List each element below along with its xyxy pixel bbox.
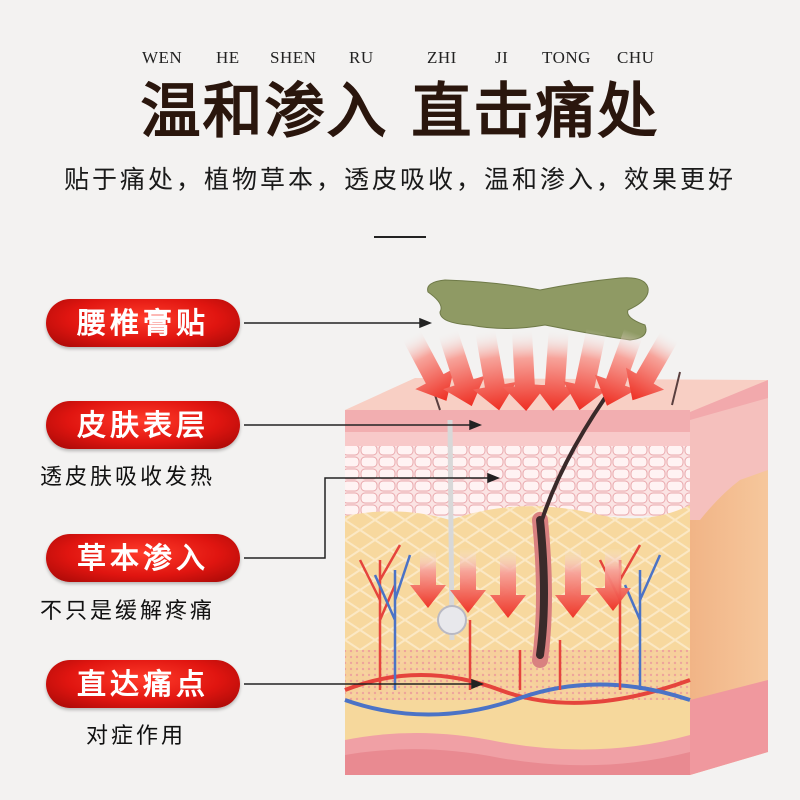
title-divider	[374, 236, 426, 238]
pinyin-4: RU	[349, 48, 374, 67]
herbal-patch-shape	[427, 277, 649, 341]
pinyin-5: ZHI	[427, 48, 457, 67]
pinyin-1: WEN	[142, 48, 183, 67]
label-herbal-penetration: 草本渗入	[46, 534, 240, 582]
label-patch: 腰椎膏贴	[46, 299, 240, 347]
pinyin-2: HE	[216, 48, 240, 67]
pinyin-3: SHEN	[270, 48, 317, 67]
inner-arrows-group	[410, 548, 631, 618]
label-reach-pain-point: 直达痛点	[46, 660, 240, 708]
epidermis-layer	[345, 410, 690, 432]
page-title: 温和渗入 直击痛处	[140, 77, 660, 147]
heat-arrows-group	[402, 328, 679, 411]
caption-skin-surface: 透皮肤吸收发热	[40, 465, 216, 490]
pointer-line-herbal	[244, 477, 488, 559]
pinyin-6: JI	[495, 48, 509, 67]
pinyin-7: TONG	[542, 48, 591, 67]
label-skin-surface: 皮肤表层	[46, 401, 240, 449]
cell-layer	[345, 446, 690, 516]
caption-reach-pain-point: 对症作用	[86, 724, 187, 749]
caption-herbal-penetration: 不只是缓解疼痛	[40, 599, 216, 624]
vein-line	[344, 682, 691, 717]
page-subtitle: 贴于痛处，植物草本，透皮吸收，温和渗入，效果更好	[63, 165, 736, 194]
pinyin-8: CHU	[617, 48, 655, 67]
